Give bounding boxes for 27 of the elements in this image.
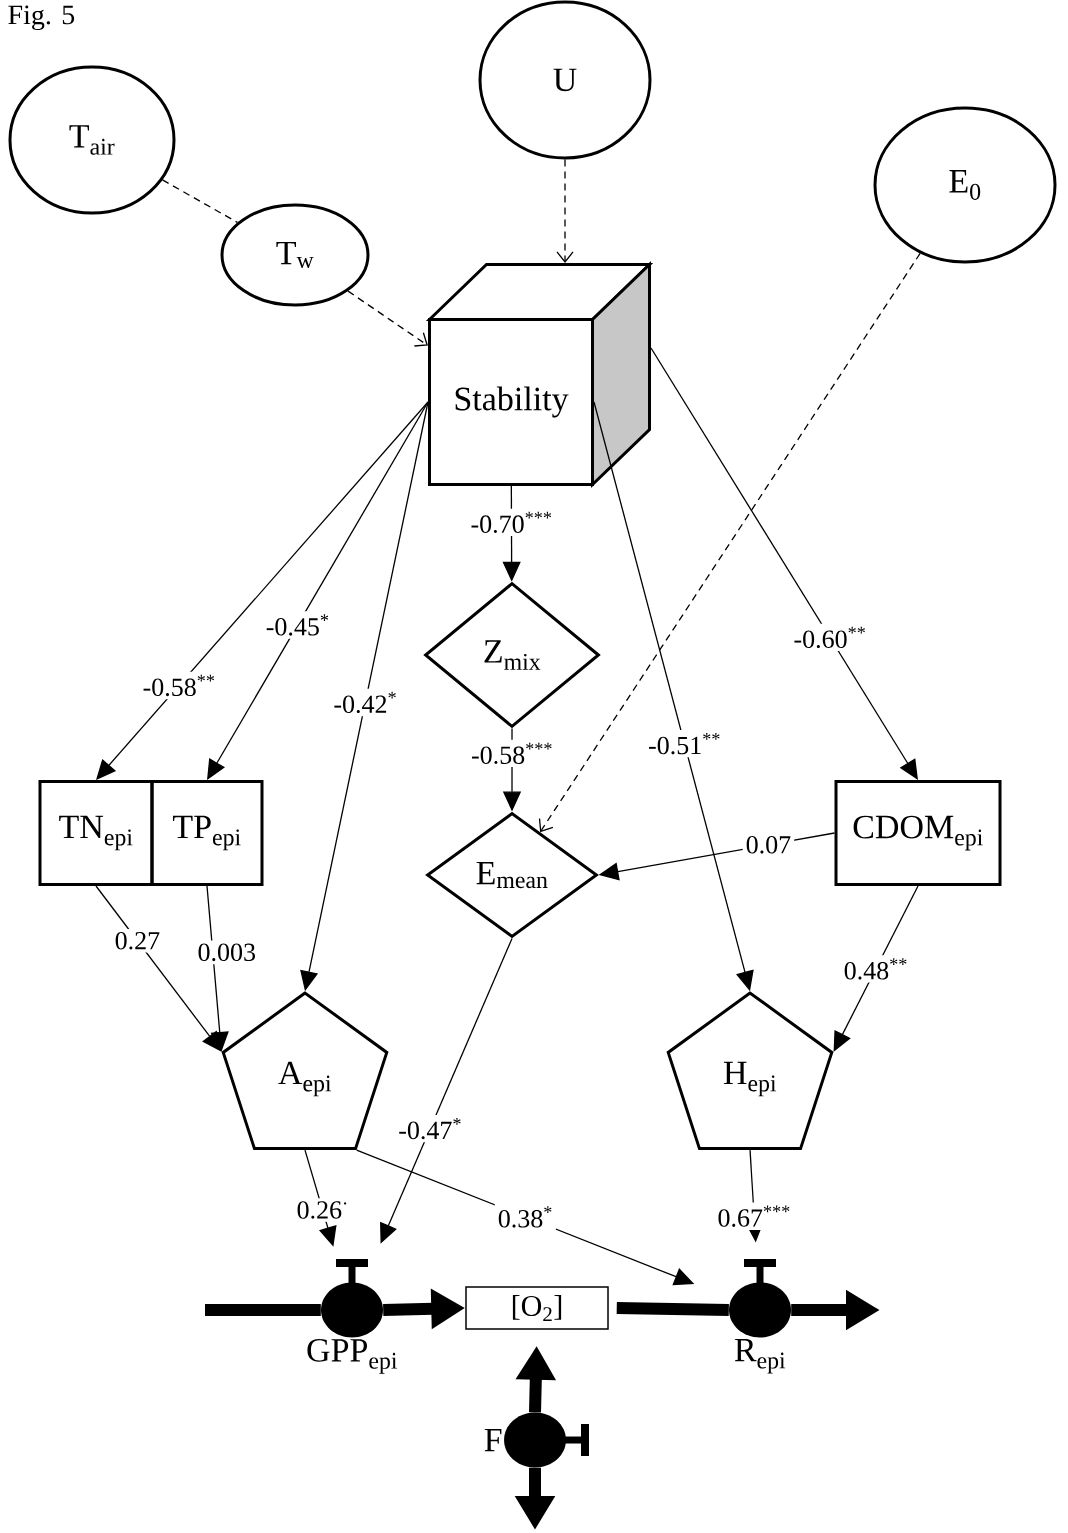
figure-title: Fig. 5 <box>8 5 75 31</box>
arrow <box>538 252 921 833</box>
edge-label: -0.42$^{*}$ <box>330 688 401 717</box>
edge-label: -0.58$^{***}$ <box>468 739 556 768</box>
arrow <box>650 347 918 780</box>
edge-label: 0.07 <box>742 832 795 857</box>
edge-label: -0.60$^{**}$ <box>790 623 870 652</box>
variable-box: TN$_{epi}$ <box>38 780 154 886</box>
edge-label: 0.38$^{*}$ <box>494 1203 556 1231</box>
edge-label: -0.51$^{**}$ <box>645 730 724 758</box>
edge-label: -0.58$^{**}$ <box>139 671 219 700</box>
edge-label: 0.27 <box>111 928 164 953</box>
arrow <box>556 158 574 263</box>
edge-label: -0.47$^{*}$ <box>395 1114 465 1143</box>
edge-label: -0.70$^{***}$ <box>467 508 556 537</box>
edge-label: -0.45$^{*}$ <box>262 611 333 639</box>
variable-box: CDOM$_{epi}$ <box>834 780 1002 886</box>
pool-box: [O$_{2}$] <box>465 1286 609 1330</box>
arrow <box>347 290 428 347</box>
variable-box: TP$_{epi}$ <box>150 780 264 886</box>
arrow <box>96 401 429 780</box>
edge-label: 0.26$^{·}$ <box>293 1198 352 1222</box>
edge-label: 0.67$^{***}$ <box>714 1202 794 1230</box>
edge-label: 0.003 <box>194 940 260 965</box>
arrow <box>833 885 919 1052</box>
arrow <box>207 401 429 780</box>
edge-label: 0.48$^{**}$ <box>840 955 911 983</box>
